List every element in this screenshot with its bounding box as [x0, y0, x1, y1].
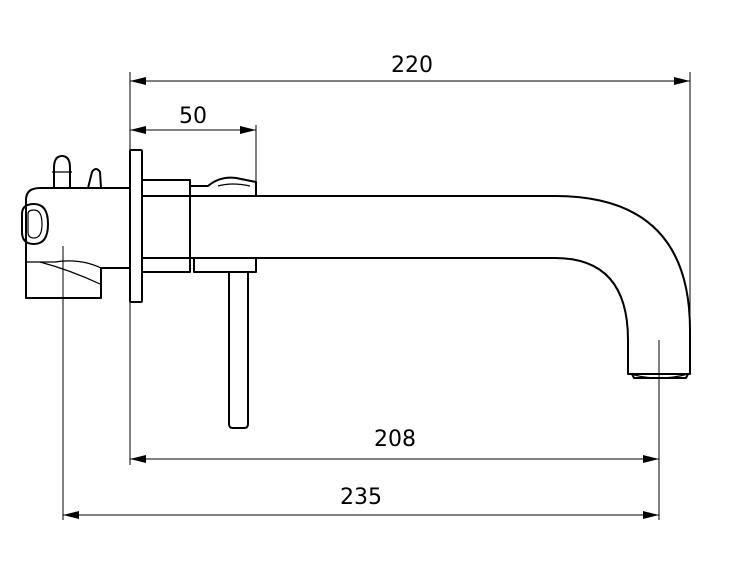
dimension-label-50: 50	[179, 104, 207, 129]
dimension-235: 235	[62, 246, 659, 520]
dimension-label-208: 208	[374, 427, 416, 452]
dimension-208: 208	[129, 302, 660, 520]
lever-handle	[228, 271, 249, 429]
wall-plate	[129, 149, 143, 303]
valve-top-knob	[52, 155, 102, 189]
faucet	[21, 149, 691, 429]
valve-body	[21, 187, 131, 299]
dimension-50: 50	[130, 104, 257, 182]
dimension-220: 220	[129, 53, 691, 330]
dimension-label-220: 220	[391, 53, 433, 78]
dimension-label-235: 235	[340, 485, 382, 510]
spout	[141, 195, 691, 375]
